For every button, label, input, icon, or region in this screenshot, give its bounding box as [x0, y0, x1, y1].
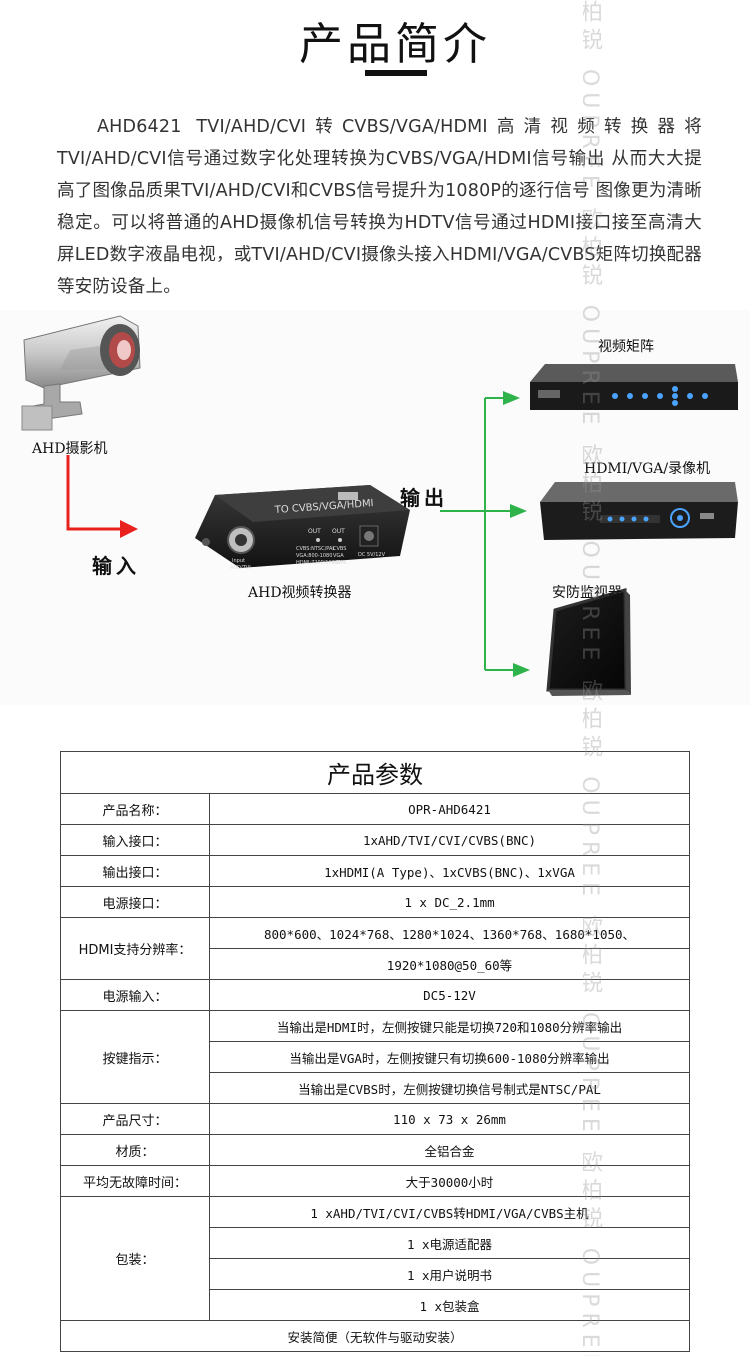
title-underline	[365, 70, 427, 76]
monitor-label: 安防监视器	[552, 585, 622, 601]
spec-value: OPR-AHD6421	[209, 793, 690, 825]
output-arrow-recorder	[510, 504, 527, 518]
output-label: 输出	[400, 486, 448, 510]
converter-device-icon: TO CVBS/VGA/HDMI OUT OUT CVBS:NTSC/PAL V…	[195, 485, 410, 571]
spec-row: 当输出是VGA时，左侧按键只有切换600-1080分辨率输出	[61, 1041, 690, 1073]
input-arrow	[120, 520, 138, 538]
svg-text:VGA: VGA	[333, 553, 344, 559]
monitor-icon	[546, 588, 631, 696]
spec-row: 包装：1 xAHD/TVI/CVI/CVBS转HDMI/VGA/CVBS主机	[60, 1196, 690, 1321]
spec-value: 1 xAHD/TVI/CVI/CVBS转HDMI/VGA/CVBS主机	[209, 1196, 690, 1228]
svg-text:CVBS: CVBS	[333, 546, 346, 552]
spec-label: 平均无故障时间：	[60, 1165, 210, 1197]
matrix-label: 视频矩阵	[598, 339, 654, 355]
spec-value: 当输出是CVBS时，左侧按键切换信号制式是NTSC/PAL	[209, 1072, 690, 1104]
spec-label: 材质：	[60, 1134, 210, 1166]
spec-value: 1920*1080@50_60等	[209, 948, 690, 980]
output-arrow-monitor	[513, 663, 530, 677]
spec-value: 800*600、1024*768、1280*1024、1360*768、1680…	[209, 917, 690, 949]
camera-icon	[21, 315, 141, 431]
spec-label: 输出接口：	[60, 855, 210, 887]
spec-label: 产品尺寸：	[60, 1103, 210, 1135]
spec-row: 输出接口：1xHDMI(A Type)、1xCVBS(BNC)、1xVGA	[60, 855, 690, 887]
converter-label: AHD视频转换器	[248, 585, 352, 601]
camera-label: AHD摄影机	[32, 441, 108, 457]
spec-label: 按键指示：	[60, 1010, 210, 1104]
svg-text:VGA:800-1080: VGA:800-1080	[296, 553, 332, 559]
spec-row: 1 x包装盒	[61, 1289, 690, 1321]
spec-value: 110 x 73 x 26mm	[209, 1103, 690, 1135]
spec-value: 当输出是HDMI时，左侧按键只能是切换720和1080分辨率输出	[209, 1010, 690, 1042]
spec-value: 大于30000小时	[209, 1165, 690, 1197]
spec-row: 按键指示：当输出是HDMI时，左侧按键只能是切换720和1080分辨率输出	[60, 1010, 690, 1104]
spec-footer: 安装简便（无软件与驱动安装）	[60, 1320, 690, 1352]
spec-label: 电源输入：	[60, 979, 210, 1011]
spec-value: 1 x包装盒	[209, 1289, 690, 1321]
spec-label: 输入接口：	[60, 824, 210, 856]
connection-diagram: TO CVBS/VGA/HDMI OUT OUT CVBS:NTSC/PAL V…	[0, 310, 750, 705]
intro-paragraph: AHD6421 TVI/AHD/CVI转CVBS/VGA/HDMI高清视频转换器…	[57, 117, 702, 297]
svg-text:HDMI: HDMI	[333, 560, 346, 566]
spec-row: 电源输入：DC5-12V	[60, 979, 690, 1011]
spec-label: 包装：	[60, 1196, 210, 1321]
spec-label: HDMI支持分辨率：	[60, 917, 210, 980]
svg-text:OUT: OUT	[332, 528, 345, 535]
spec-value: 1 x用户说明书	[209, 1258, 690, 1290]
spec-value: DC5-12V	[209, 979, 690, 1011]
svg-text:Input: Input	[232, 558, 245, 564]
input-label: 输入	[92, 554, 140, 578]
output-arrow-matrix	[503, 391, 520, 405]
spec-value: 1xAHD/TVI/CVI/CVBS(BNC)	[209, 824, 690, 856]
spec-value: 1xHDMI(A Type)、1xCVBS(BNC)、1xVGA	[209, 855, 690, 887]
svg-text:DC 5V/12V: DC 5V/12V	[358, 552, 386, 558]
spec-table-heading: 产品参数	[60, 751, 690, 794]
diagram-illustration: TO CVBS/VGA/HDMI OUT OUT CVBS:NTSC/PAL V…	[21, 315, 738, 696]
svg-text:HDMI:720P/1080P: HDMI:720P/1080P	[296, 560, 341, 566]
svg-text:CVBS:NTSC/PAL: CVBS:NTSC/PAL	[296, 546, 335, 552]
recorder-label: HDMI/VGA/录像机	[584, 461, 711, 477]
spec-row: 产品名称：OPR-AHD6421	[60, 793, 690, 825]
spec-value: 全铝合金	[209, 1134, 690, 1166]
spec-label: 产品名称：	[60, 793, 210, 825]
svg-text:OUT: OUT	[308, 528, 321, 535]
spec-row: 材质：全铝合金	[60, 1134, 690, 1166]
svg-text:AHD/TVI: AHD/TVI	[230, 565, 251, 571]
page-title: 产品简介	[299, 19, 491, 70]
spec-row: 电源接口：1 x DC_2.1mm	[60, 886, 690, 918]
recorder-icon	[540, 482, 738, 540]
video-matrix-icon	[530, 364, 738, 410]
spec-row: 平均无故障时间：大于30000小时	[60, 1165, 690, 1197]
spec-value: 1 x电源适配器	[209, 1227, 690, 1259]
spec-value: 1 x DC_2.1mm	[209, 886, 690, 918]
spec-row: 产品尺寸：110 x 73 x 26mm	[60, 1103, 690, 1135]
spec-row: 输入接口：1xAHD/TVI/CVI/CVBS(BNC)	[60, 824, 690, 856]
spec-label: 电源接口：	[60, 886, 210, 918]
spec-value: 当输出是VGA时，左侧按键只有切换600-1080分辨率输出	[209, 1041, 690, 1073]
spec-row: 1920*1080@50_60等	[61, 948, 690, 980]
spec-row: 1 x用户说明书	[61, 1258, 690, 1290]
spec-row: HDMI支持分辨率：800*600、1024*768、1280*1024、136…	[60, 917, 690, 980]
spec-row: 当输出是CVBS时，左侧按键切换信号制式是NTSC/PAL	[61, 1072, 690, 1104]
spec-row: 1 x电源适配器	[61, 1227, 690, 1259]
